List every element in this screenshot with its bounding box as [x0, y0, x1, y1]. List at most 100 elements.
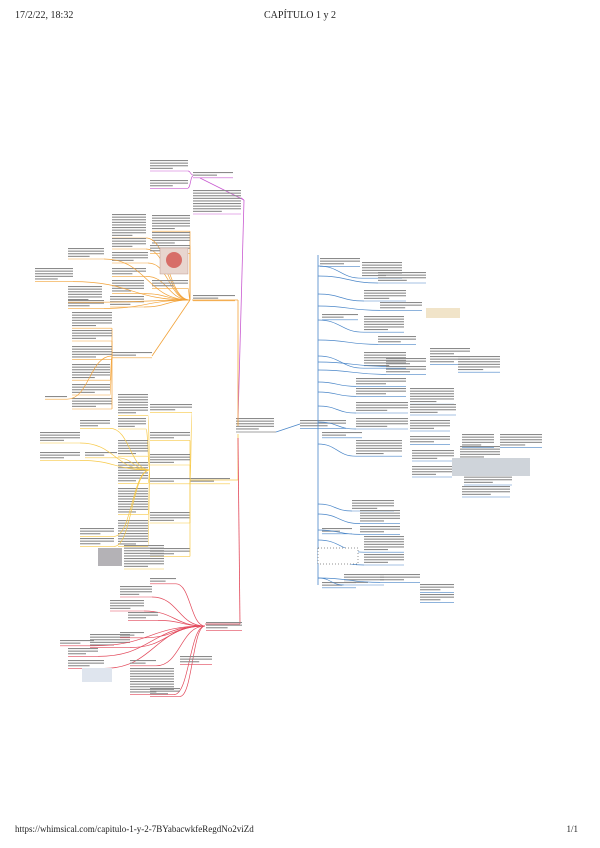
red-subnode: [130, 668, 174, 670]
blue-subnode: [410, 422, 450, 424]
orange-subnode: [72, 332, 112, 334]
orange-subnode: [112, 290, 132, 292]
yellow-subnode: [80, 540, 114, 542]
red-subnode: [130, 673, 174, 675]
orange-subnode: [72, 400, 112, 402]
branch-curve: [147, 469, 151, 547]
branch-curve: [113, 469, 151, 547]
central-node-text: [236, 420, 274, 422]
blue-subnode: [412, 452, 454, 454]
blue-subnode: [420, 599, 441, 601]
blue-subnode: [462, 436, 494, 438]
blue-subnode: [364, 541, 404, 543]
blue-subnode: [462, 486, 510, 488]
source-url: https://whimsical.com/capitulo-1-y-2-7BY…: [15, 824, 254, 834]
yellow-subnode: [118, 442, 148, 444]
blue-subnode: [462, 488, 510, 490]
blue-subnode: [458, 358, 500, 360]
blue-subnode: [352, 505, 394, 507]
branch-curve: [317, 275, 379, 284]
red-subnode: [128, 614, 158, 616]
purple-subnode: [150, 160, 188, 162]
blue-subnode: [322, 316, 344, 318]
red-subnode: [120, 591, 152, 593]
blue-subnode: [364, 292, 406, 294]
yellow-subnode: [124, 563, 164, 565]
branch-curve: [72, 281, 191, 301]
blue-subnode: [364, 359, 406, 361]
branch-curve: [187, 175, 194, 189]
orange-subnode: [72, 348, 112, 350]
blue-subnode: [364, 362, 406, 364]
blue-subnode: [322, 528, 352, 530]
yellow-subnode: [118, 493, 148, 495]
blue-subnode: [458, 361, 500, 363]
orange-subnode: [112, 287, 144, 289]
red-subnode: [128, 617, 146, 619]
orange-subnode: [152, 239, 190, 241]
orange-subnode: [112, 216, 146, 218]
blue-subnode: [364, 559, 404, 561]
orange-subnode: [72, 330, 112, 332]
branch-curve: [317, 405, 357, 414]
orange-subnode: [72, 364, 110, 366]
blue-subnode: [412, 450, 454, 452]
yellow-subnode: [118, 535, 148, 537]
red-subnode: [60, 642, 81, 644]
blue-subnode: [364, 365, 390, 367]
yellow-subnode: [118, 527, 148, 529]
blue-subnode: [344, 576, 384, 578]
orange-subnode: [35, 278, 58, 280]
orange-topic-node: [112, 354, 136, 356]
blue-subnode: [352, 500, 394, 502]
bone-illustration: [426, 308, 460, 318]
orange-subnode: [72, 403, 112, 405]
blue-subnode: [360, 512, 400, 514]
orange-subnode: [35, 275, 73, 277]
blue-subnode: [500, 441, 542, 443]
yellow-subnode: [118, 445, 148, 447]
blue-subnode: [356, 404, 408, 406]
yellow-subnode: [118, 540, 148, 542]
blue-subnode: [364, 556, 404, 558]
document-title: CAPÍTULO 1 y 2: [264, 10, 336, 21]
orange-subnode: [72, 369, 110, 371]
blue-subnode: [364, 326, 404, 328]
yellow-subnode: [118, 480, 136, 482]
purple-trunk: [199, 177, 245, 201]
central-node-text: [236, 428, 259, 430]
yellow-subnode: [118, 407, 148, 409]
orange-subnode: [112, 257, 148, 259]
blue-subnode: [356, 388, 406, 390]
branch-curve: [317, 369, 387, 375]
yellow-subnode: [118, 522, 148, 524]
yellow-subnode: [150, 459, 190, 461]
blue-subnode: [344, 579, 384, 581]
blue-subnode: [364, 543, 404, 545]
branch-curve: [317, 361, 387, 367]
blue-subnode: [462, 439, 494, 441]
blue-subnode: [430, 353, 454, 355]
orange-subnode: [72, 312, 112, 314]
yellow-subnode: [118, 533, 148, 535]
yellow-subnode: [80, 530, 114, 532]
red-subnode: [90, 641, 130, 643]
red-subnode: [150, 688, 180, 690]
yellow-subnode: [118, 394, 148, 396]
orange-subnode: [72, 314, 112, 316]
blue-subnode: [460, 453, 500, 455]
page-number: 1/1: [566, 824, 578, 834]
red-subnode: [90, 639, 130, 641]
orange-subnode: [152, 220, 190, 222]
yellow-subnode: [40, 454, 80, 456]
blue-trunk: [275, 423, 301, 433]
orange-subnode: [72, 325, 96, 327]
blue-subnode: [462, 444, 482, 446]
blue-subnode: [362, 264, 402, 266]
blue-subnode: [410, 406, 456, 408]
branch-curve: [155, 625, 206, 667]
orange-subnode: [68, 288, 102, 290]
yellow-subnode: [118, 490, 148, 492]
blue-subnode: [364, 297, 390, 299]
red-subnode: [180, 658, 212, 660]
